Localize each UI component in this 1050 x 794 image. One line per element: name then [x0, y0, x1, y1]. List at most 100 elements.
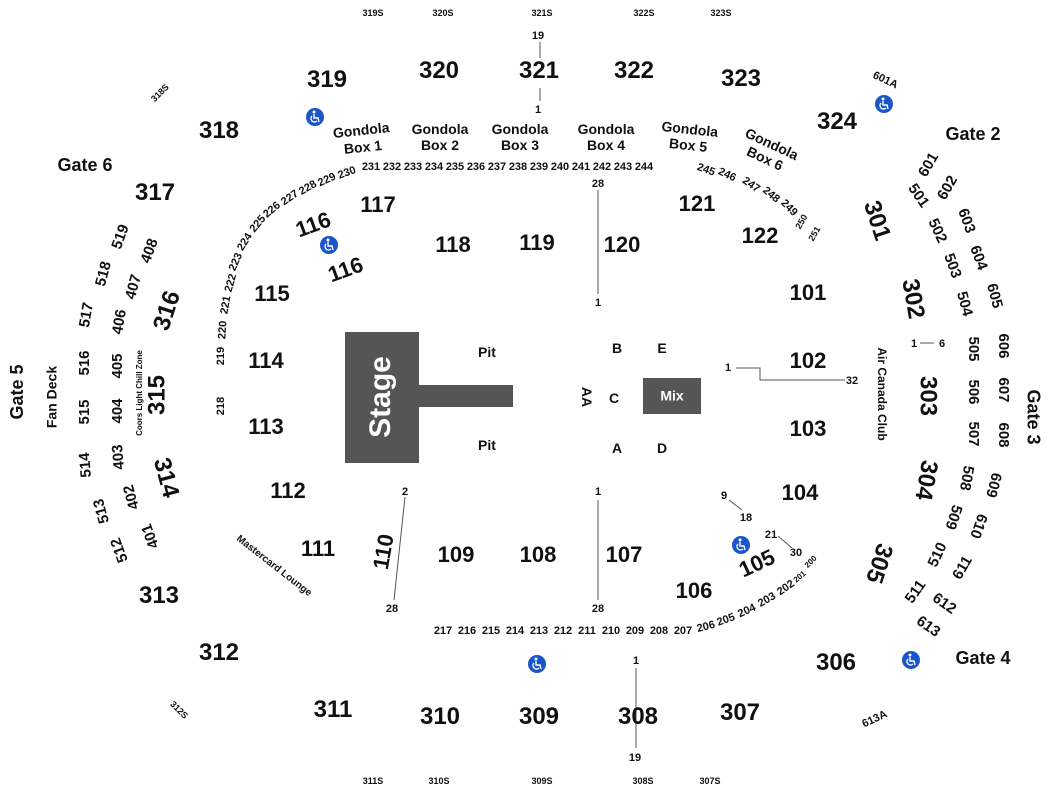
section-604[interactable]: 604 [966, 243, 991, 273]
section-319S[interactable]: 319S [362, 8, 383, 18]
section-301[interactable]: 301 [858, 197, 896, 243]
section-406[interactable]: 406 [109, 308, 130, 336]
section-323S[interactable]: 323S [710, 8, 731, 18]
section-517[interactable]: 517 [76, 301, 97, 329]
floor-e[interactable]: E [657, 340, 666, 356]
section-224[interactable]: 224 [235, 230, 255, 253]
mix-booth[interactable]: Mix [643, 378, 701, 414]
section-320S[interactable]: 320S [432, 8, 453, 18]
section-606[interactable]: 606 [995, 333, 1012, 358]
gondola-box-4[interactable]: Gondola Box 4 [578, 121, 635, 153]
section-607[interactable]: 607 [995, 377, 1012, 402]
section-311S[interactable]: 311S [363, 776, 384, 786]
section-314[interactable]: 314 [148, 455, 185, 501]
section-322[interactable]: 322 [614, 57, 654, 84]
section-226[interactable]: 226 [261, 199, 283, 220]
coors-light-chill-zone[interactable]: Coors Light Chill Zone [135, 350, 144, 436]
section-514[interactable]: 514 [76, 451, 95, 478]
section-312[interactable]: 312 [199, 639, 239, 666]
section-122[interactable]: 122 [742, 223, 779, 248]
floor-c[interactable]: C [609, 390, 619, 406]
section-313[interactable]: 313 [139, 582, 179, 609]
section-316[interactable]: 316 [148, 287, 186, 333]
gate-6[interactable]: Gate 6 [57, 155, 112, 175]
section-608[interactable]: 608 [995, 422, 1012, 447]
section-506[interactable]: 506 [965, 379, 982, 404]
gondola-box-3[interactable]: Gondola Box 3 [492, 121, 549, 153]
section-248[interactable]: 248 [760, 184, 782, 205]
section-209[interactable]: 209 [626, 625, 644, 637]
section-509[interactable]: 509 [942, 503, 966, 532]
gondola-box-2[interactable]: Gondola Box 2 [412, 121, 469, 153]
section-229[interactable]: 229 [316, 171, 338, 190]
gate-2[interactable]: Gate 2 [945, 124, 1000, 144]
section-322S[interactable]: 322S [633, 8, 654, 18]
section-215[interactable]: 215 [482, 625, 500, 637]
section-310[interactable]: 310 [420, 703, 460, 730]
section-312S[interactable]: 312S [168, 699, 190, 721]
section-112[interactable]: 112 [270, 478, 306, 503]
section-302[interactable]: 302 [896, 277, 930, 321]
section-609[interactable]: 609 [982, 471, 1005, 500]
section-404[interactable]: 404 [109, 398, 126, 424]
section-111[interactable]: 111 [301, 536, 335, 561]
section-401[interactable]: 401 [138, 522, 163, 551]
section-117[interactable]: 117 [360, 192, 396, 217]
section-602[interactable]: 602 [934, 173, 961, 203]
section-317[interactable]: 317 [135, 179, 175, 206]
section-611[interactable]: 611 [949, 553, 976, 582]
section-241[interactable]: 241 [572, 161, 590, 173]
section-307[interactable]: 307 [720, 699, 760, 726]
section-319[interactable]: 319 [307, 66, 347, 93]
section-605[interactable]: 605 [983, 282, 1006, 311]
section-402[interactable]: 402 [120, 483, 143, 512]
section-247[interactable]: 247 [740, 175, 762, 195]
section-408[interactable]: 408 [137, 236, 162, 265]
section-403[interactable]: 403 [109, 444, 128, 470]
section-114[interactable]: 114 [248, 348, 284, 373]
section-246[interactable]: 246 [716, 166, 738, 185]
section-323[interactable]: 323 [721, 65, 761, 92]
section-601A[interactable]: 601A [871, 69, 900, 91]
section-308[interactable]: 308 [618, 703, 658, 730]
floor-aa[interactable]: AA [579, 387, 595, 407]
section-236[interactable]: 236 [467, 161, 485, 173]
section-515[interactable]: 515 [76, 399, 93, 424]
section-512[interactable]: 512 [107, 536, 132, 565]
section-232[interactable]: 232 [383, 161, 401, 173]
section-510[interactable]: 510 [925, 540, 951, 570]
air-canada-club[interactable]: Air Canada Club [875, 347, 889, 440]
section-507[interactable]: 507 [965, 421, 982, 446]
section-119[interactable]: 119 [519, 230, 555, 255]
stage[interactable]: Stage [345, 332, 513, 463]
section-121[interactable]: 121 [679, 191, 716, 216]
section-227[interactable]: 227 [279, 188, 301, 208]
section-118[interactable]: 118 [435, 232, 471, 257]
section-513[interactable]: 513 [90, 497, 113, 526]
section-103[interactable]: 103 [790, 416, 827, 441]
section-219[interactable]: 219 [215, 347, 227, 365]
section-239[interactable]: 239 [530, 161, 548, 173]
section-601[interactable]: 601 [915, 150, 942, 180]
section-245[interactable]: 245 [695, 161, 716, 179]
section-231[interactable]: 231 [362, 161, 380, 173]
section-321[interactable]: 321 [519, 57, 559, 84]
section-205[interactable]: 205 [715, 611, 736, 629]
section-308S[interactable]: 308S [632, 776, 653, 786]
section-108[interactable]: 108 [520, 542, 557, 567]
section-309[interactable]: 309 [519, 703, 559, 730]
section-304[interactable]: 304 [909, 458, 943, 503]
section-211[interactable]: 211 [578, 625, 596, 637]
section-603[interactable]: 603 [954, 206, 979, 235]
section-214[interactable]: 214 [506, 625, 525, 637]
section-120[interactable]: 120 [604, 232, 641, 257]
section-612[interactable]: 612 [929, 589, 959, 617]
section-249[interactable]: 249 [778, 197, 799, 218]
section-216[interactable]: 216 [458, 625, 476, 637]
gondola-box-5[interactable]: Gondola Box 5 [659, 118, 719, 156]
section-106[interactable]: 106 [676, 578, 713, 603]
section-518[interactable]: 518 [92, 260, 115, 289]
section-311[interactable]: 311 [314, 696, 353, 723]
section-511[interactable]: 511 [902, 577, 930, 607]
section-207[interactable]: 207 [674, 625, 692, 637]
